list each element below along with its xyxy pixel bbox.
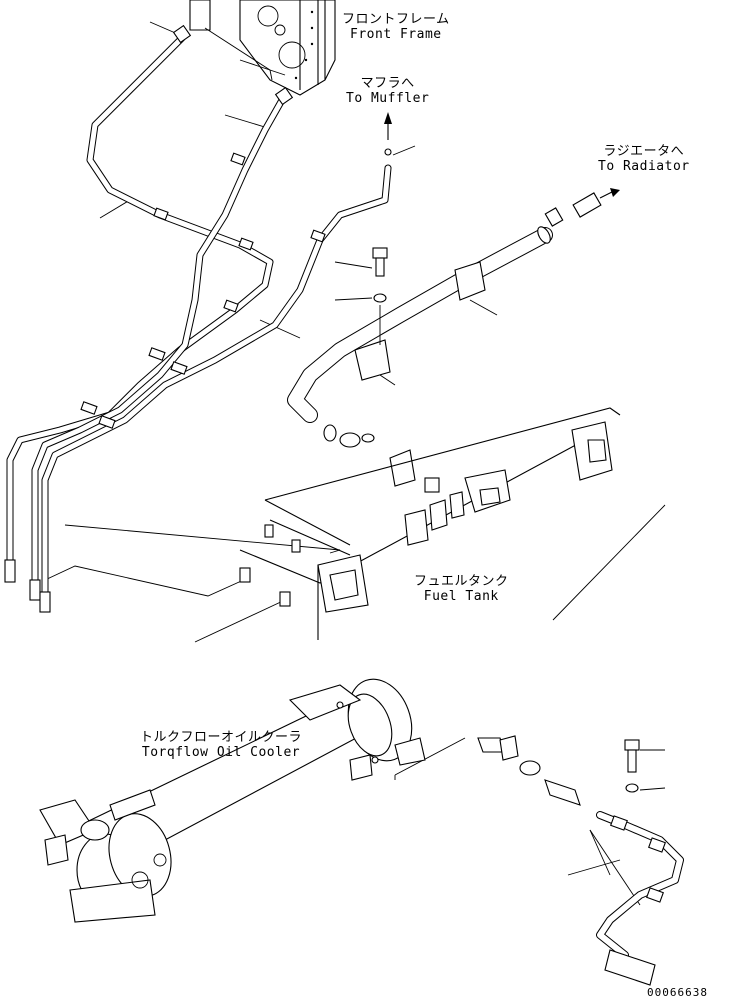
fuel-tank-part xyxy=(239,407,621,640)
to-radiator-label: ラジエータへ To Radiator xyxy=(598,144,690,174)
oil-cooler-label: トルクフローオイルクーラ Torqflow Oil Cooler xyxy=(140,730,302,760)
fuel-tank-label: フュエルタンク Fuel Tank xyxy=(414,574,509,604)
front-frame-label-ja: フロントフレーム xyxy=(342,12,450,27)
fuel-tank-label-ja: フュエルタンク xyxy=(414,574,509,589)
oil-cooler-label-en: Torqflow Oil Cooler xyxy=(141,745,301,760)
oil-cooler-part xyxy=(39,678,426,923)
fuel-tank-label-en: Fuel Tank xyxy=(423,589,499,604)
to-radiator-label-en: To Radiator xyxy=(598,159,690,174)
drawing-code: 00066638 xyxy=(647,986,708,999)
radiator-line xyxy=(287,188,620,493)
oil-cooler-label-ja: トルクフローオイルクーラ xyxy=(140,730,303,745)
front-frame-label-en: Front Frame xyxy=(350,27,442,42)
to-muffler-label-ja: マフラへ xyxy=(360,76,415,91)
front-frame-part xyxy=(189,0,336,96)
to-muffler-label-en: To Muffler xyxy=(346,91,430,106)
to-radiator-label-ja: ラジエータへ xyxy=(603,144,685,159)
cooler-piping xyxy=(477,735,684,986)
leader-lines xyxy=(44,21,666,906)
front-frame-label: フロントフレーム Front Frame xyxy=(342,12,450,42)
hose-bundle xyxy=(4,24,392,613)
to-muffler-label: マフラへ To Muffler xyxy=(346,76,429,106)
